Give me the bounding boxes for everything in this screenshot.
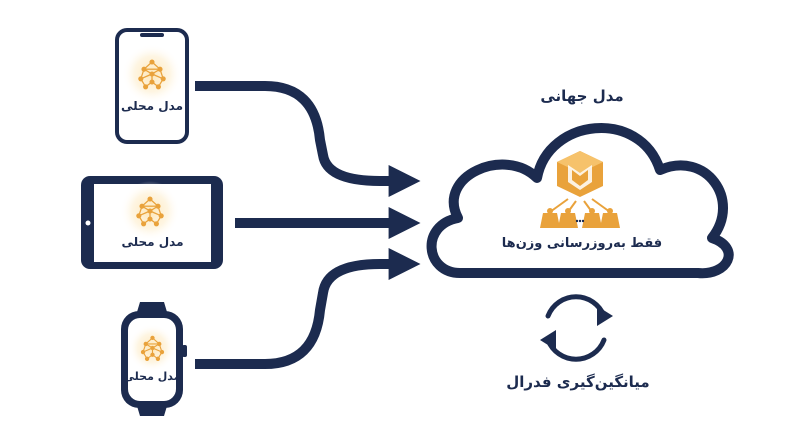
sync-label: میانگین‌گیری فدرال <box>506 373 650 391</box>
watch-to-cloud-arrow <box>195 247 421 369</box>
weight-aggregation-icon <box>540 151 620 228</box>
phone-device <box>115 28 189 144</box>
tablet-device <box>81 176 223 269</box>
connector-arrows <box>195 81 421 369</box>
cloud-caption: فقط به‌روزرسانی وزن‌ها <box>501 236 663 251</box>
refresh-cycle-icon <box>545 294 607 362</box>
watch-device <box>121 302 187 416</box>
phone-to-cloud-arrow <box>195 81 421 198</box>
global-model-cloud <box>426 123 734 279</box>
phone-label: مدل محلی <box>120 99 184 113</box>
watch-label: مدل محلی <box>123 370 181 383</box>
cloud-title: مدل جهانی <box>540 87 624 105</box>
tablet-label: مدل محلی <box>121 235 184 249</box>
